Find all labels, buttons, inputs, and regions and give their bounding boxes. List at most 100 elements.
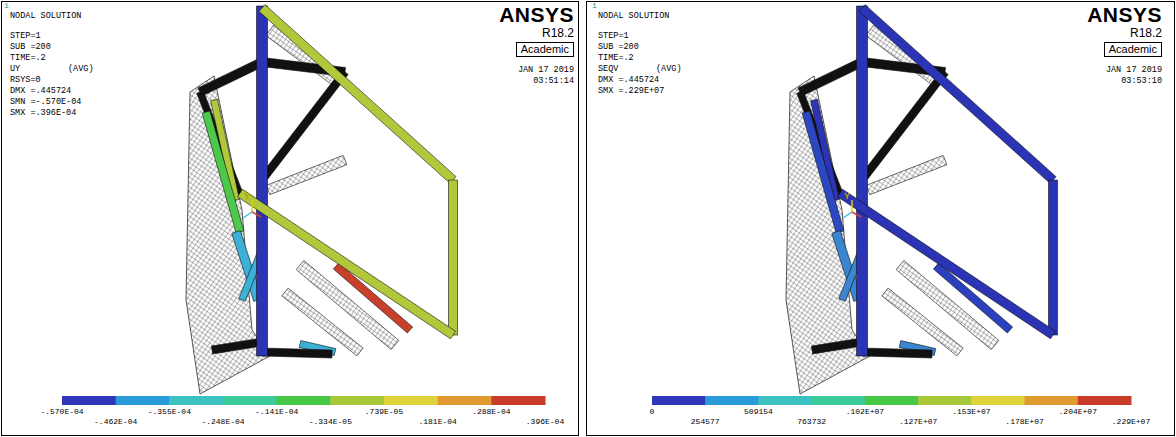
legend-value: .102E+07 — [846, 408, 884, 416]
frame-member — [259, 70, 348, 183]
legend-value: -.355E-04 — [148, 408, 191, 416]
color-bar-segment — [169, 396, 223, 405]
color-bar-segment — [652, 396, 706, 405]
axis-label: Y — [244, 192, 250, 201]
panel-border — [2, 2, 579, 436]
legend-value: -.334E-05 — [309, 418, 352, 426]
legend-value: 0 — [650, 408, 655, 416]
frame-member — [198, 58, 264, 96]
color-bar-segment — [438, 396, 492, 405]
axis-triad — [252, 212, 261, 217]
color-bar-segment — [330, 396, 384, 405]
frame-member — [802, 111, 844, 233]
color-bar-segment — [277, 396, 331, 405]
frame-member — [202, 111, 244, 233]
frame-member — [282, 288, 363, 356]
result-info: SUB =200 — [10, 43, 51, 52]
license-text: Academic — [516, 42, 574, 57]
frame-member — [859, 70, 948, 183]
axis-triad — [243, 212, 252, 218]
result-info: SEQV — [598, 65, 618, 74]
frame-member — [238, 189, 456, 338]
frame-member — [857, 6, 868, 356]
frame-member — [211, 338, 262, 354]
color-bar-segment — [223, 396, 277, 405]
color-bar-segment — [384, 396, 438, 405]
axis-label: Y — [844, 192, 850, 201]
legend-value: .127E+07 — [899, 418, 937, 426]
result-info: DMX =.445724 — [10, 87, 71, 96]
color-bar-segment — [116, 396, 170, 405]
brand-logo: ANSYS — [499, 4, 574, 25]
panel-border — [587, 2, 1175, 436]
result-info: DMX =.445724 — [598, 76, 659, 85]
legend-value: 763732 — [797, 418, 826, 426]
frame-member — [798, 58, 864, 96]
legend-value: -.570E-04 — [40, 408, 83, 416]
result-info: TIME=.2 — [598, 54, 634, 63]
legend-value: .204E+07 — [1059, 408, 1097, 416]
frame-member — [449, 180, 458, 335]
time-text: 03:51:14 — [533, 77, 574, 86]
plot-number: 1 — [4, 2, 9, 10]
color-bar-segment — [1025, 396, 1079, 405]
frame-member — [866, 24, 944, 87]
color-bar-segment — [812, 396, 866, 405]
frame-member — [262, 348, 332, 358]
result-info: UY — [10, 65, 20, 74]
axis-triad — [251, 200, 253, 212]
result-info: NODAL SOLUTION — [598, 12, 669, 21]
legend-value: 254577 — [691, 418, 720, 426]
axis-triad — [851, 200, 853, 212]
frame-member — [257, 6, 268, 356]
color-bar-segment — [491, 396, 545, 405]
result-info: SMX =.229E+07 — [598, 87, 664, 96]
version-text: R18.2 — [542, 27, 574, 39]
date-text: JAN 17 2019 — [1106, 66, 1162, 75]
legend-value: -.141E-04 — [255, 408, 298, 416]
frame-member — [266, 24, 344, 87]
result-info: (AVG) — [656, 65, 682, 74]
frame-member — [811, 338, 862, 354]
result-info: SMX =.396E-04 — [10, 109, 76, 118]
color-bar-segment — [865, 396, 919, 405]
color-bar-segment — [758, 396, 812, 405]
result-info: STEP=1 — [598, 32, 629, 41]
legend-value: .288E-04 — [472, 408, 510, 416]
result-info: NODAL SOLUTION — [10, 12, 81, 21]
legend-value: .178E+07 — [1005, 418, 1043, 426]
frame-member — [859, 5, 1056, 184]
legend-value: .181E-04 — [418, 418, 456, 426]
version-text: R18.2 — [1130, 27, 1162, 39]
time-text: 03:53:10 — [1121, 77, 1162, 86]
color-bar-segment — [971, 396, 1025, 405]
result-info: STEP=1 — [10, 32, 41, 41]
frame-member — [882, 288, 963, 356]
result-info: RSYS=0 — [10, 76, 41, 85]
color-bar-segment — [705, 396, 759, 405]
frame-member — [1049, 180, 1058, 335]
legend-value: .396E-04 — [526, 418, 564, 426]
result-info: (AVG) — [68, 65, 94, 74]
axis-triad — [852, 212, 861, 217]
result-info: SUB =200 — [598, 43, 639, 52]
brand-logo: ANSYS — [1087, 4, 1162, 25]
plot-number: 1 — [592, 2, 597, 10]
legend-value: -.248E-04 — [201, 418, 244, 426]
legend-value: -.462E-04 — [94, 418, 137, 426]
date-text: JAN 17 2019 — [518, 66, 574, 75]
frame-member — [838, 189, 1056, 338]
result-info: SMN =-.570E-04 — [10, 98, 81, 107]
legend-value: .739E-05 — [365, 408, 403, 416]
legend-value: 509154 — [744, 408, 773, 416]
color-bar-segment — [1078, 396, 1132, 405]
legend-value: .229E+07 — [1112, 418, 1150, 426]
frame-member — [862, 348, 932, 358]
axis-triad — [843, 212, 852, 218]
license-text: Academic — [1104, 42, 1162, 57]
result-info: TIME=.2 — [10, 54, 46, 63]
color-bar-segment — [918, 396, 972, 405]
color-bar-segment — [62, 396, 116, 405]
legend-value: .153E+07 — [952, 408, 990, 416]
